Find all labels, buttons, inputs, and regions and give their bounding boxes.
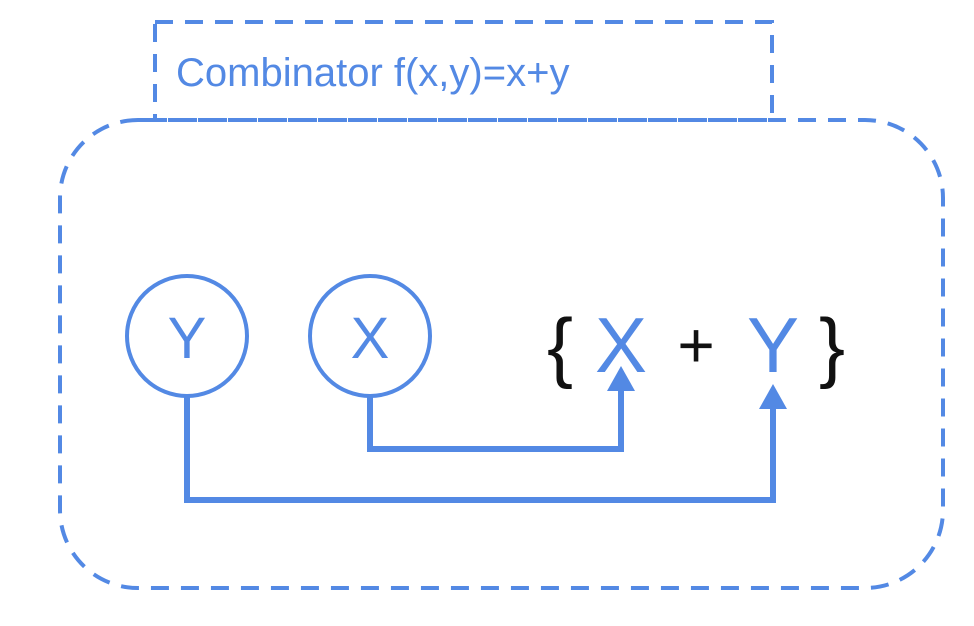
expression-close-brace: }	[819, 302, 845, 390]
expression-plus: +	[677, 309, 714, 381]
expression-open-brace: {	[547, 302, 573, 390]
title-tab-frame	[153, 20, 774, 122]
arrowhead-y	[759, 384, 787, 409]
input-node-x: X	[308, 274, 432, 398]
expression-x: X	[595, 301, 647, 389]
connector-x-to-expression	[367, 389, 624, 452]
combinator-frame	[58, 118, 945, 590]
input-label-y: Y	[168, 306, 207, 371]
arrowhead-x	[607, 366, 635, 391]
expression-y: Y	[747, 301, 799, 389]
input-label-x: X	[351, 306, 390, 371]
input-circle-y	[125, 274, 249, 398]
title-label: Combinator f(x,y)=x+y	[176, 51, 569, 95]
input-node-y: Y	[125, 274, 249, 398]
connector-y-to-expression	[184, 397, 776, 503]
combinator-expression: { X + Y }	[547, 301, 845, 390]
input-circle-x	[308, 274, 432, 398]
